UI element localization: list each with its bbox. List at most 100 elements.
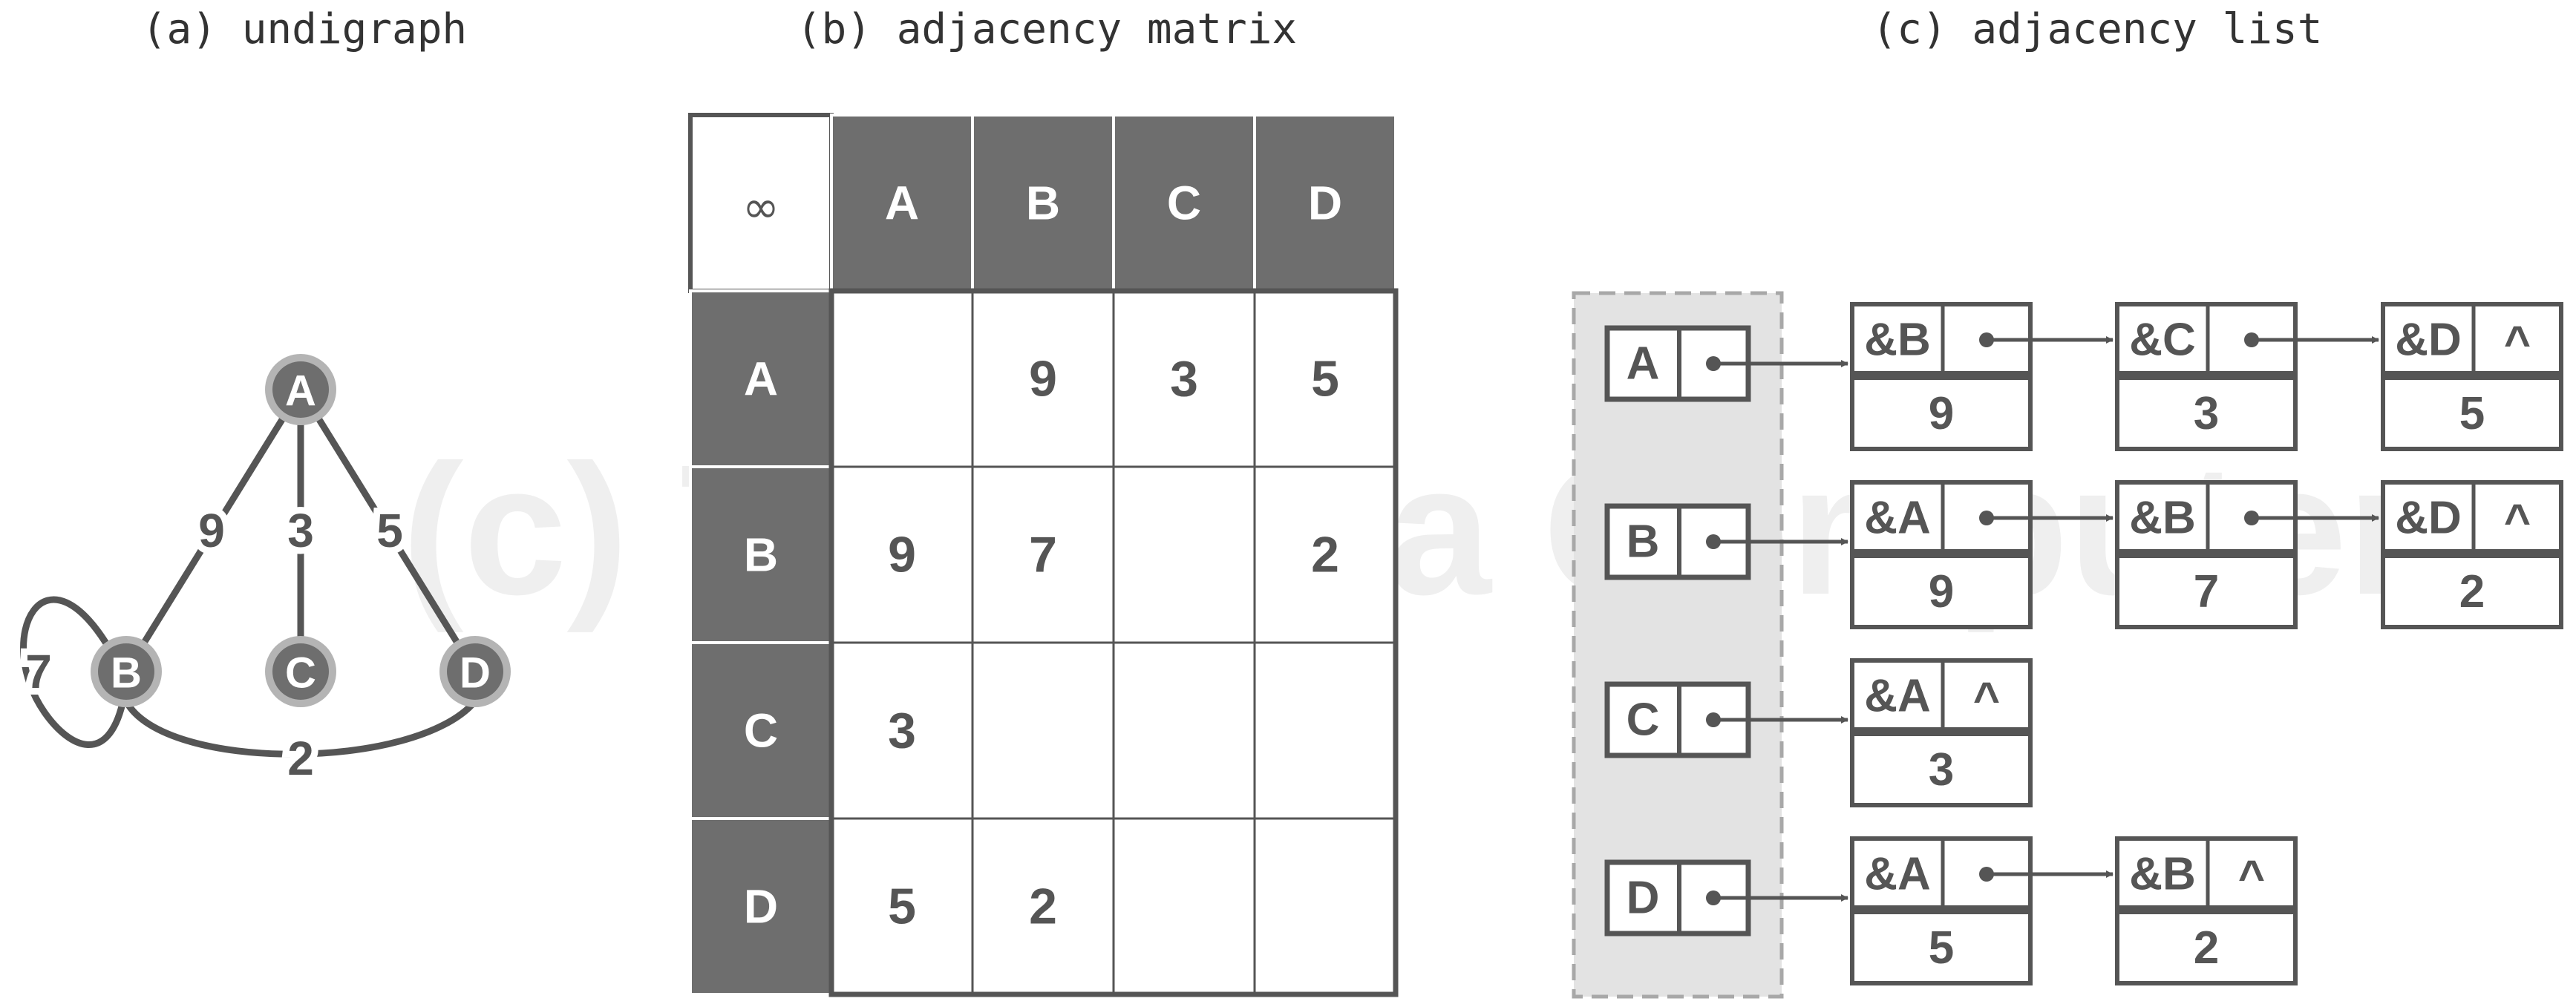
edge-b-d	[123, 699, 478, 758]
matrix-cell	[1112, 641, 1256, 820]
list-node-ref: &A	[1864, 849, 1931, 900]
matrix-cell-value: 7	[1029, 527, 1057, 583]
adjacency-list: A&B9&C3&D5^B&A9&B7&D2^C&A3^D&A5&B2^	[1572, 291, 2563, 999]
matrix-row-header	[689, 465, 833, 644]
list-node-weight: 2	[2459, 566, 2485, 617]
caption-graph: (a) undigraph	[142, 5, 467, 53]
matrix-cell	[830, 289, 974, 468]
edge-weight-label: 3	[287, 504, 314, 557]
vertex-label: C	[1627, 695, 1660, 746]
vertex-label: A	[1627, 338, 1660, 390]
matrix-row-header-label: B	[744, 528, 778, 582]
matrix-row-header-label: A	[744, 352, 778, 406]
matrix-row-header	[689, 289, 833, 468]
matrix-cell-value: 2	[1311, 527, 1339, 583]
matrix-cell	[1253, 641, 1397, 820]
list-node: &A 3 ^	[1850, 658, 2033, 807]
matrix-cell	[971, 289, 1115, 468]
node-label: A	[285, 367, 316, 416]
matrix-cell-value: 3	[1170, 351, 1198, 407]
node-c: C	[265, 636, 336, 707]
null-pointer-symbol: ^	[2238, 852, 2265, 903]
node-circle	[272, 643, 329, 700]
list-node-ref: &A	[1864, 493, 1931, 544]
matrix-cell	[1253, 289, 1397, 468]
edge-weight-label: 5	[376, 504, 403, 557]
list-node: &A 9	[1850, 480, 2114, 629]
vertex-entry-b: B&A9&B7&D2^	[1604, 480, 2563, 629]
matrix-cell-value: 3	[888, 703, 916, 759]
matrix-col-header-label: D	[1308, 177, 1342, 230]
list-node-weight: 3	[2194, 388, 2219, 439]
matrix-cell	[1112, 817, 1256, 996]
matrix-body-border	[828, 288, 1399, 997]
matrix-cell-value: 5	[1311, 351, 1339, 407]
list-node-ref: &D	[2395, 315, 2462, 366]
null-pointer-symbol: ^	[1973, 674, 2000, 725]
list-node: &B2^	[2115, 836, 2298, 985]
node-circle	[272, 361, 329, 418]
list-node-weight: 5	[1929, 922, 1954, 974]
node-label: D	[460, 649, 491, 698]
matrix-col-header	[971, 114, 1115, 292]
list-node-weight: 5	[2459, 388, 2485, 439]
caption-list: (c) adjacency list	[1872, 5, 2323, 53]
matrix-cell	[971, 817, 1115, 996]
matrix-cell	[971, 641, 1115, 820]
matrix-cell-value: 5	[888, 879, 916, 935]
matrix-row-header-label: C	[744, 704, 778, 758]
node-label: C	[285, 649, 316, 698]
matrix-row-header	[689, 817, 833, 996]
list-node: &C 3	[2115, 302, 2379, 451]
edge-weight-label: 7	[25, 645, 52, 698]
matrix-col-header-label: B	[1026, 177, 1060, 230]
vertex-entry-d: D&A5&B2^	[1604, 836, 2298, 985]
matrix-row-header-label: D	[744, 880, 778, 934]
vertex-label: D	[1627, 873, 1660, 924]
matrix-col-header-label: A	[885, 177, 919, 230]
null-pointer-symbol: ^	[2504, 318, 2531, 369]
matrix-cell-value: 9	[888, 527, 916, 583]
matrix-corner-symbol: ∞	[742, 182, 779, 234]
null-pointer-symbol: ^	[2504, 496, 2531, 547]
list-node-weight: 2	[2194, 922, 2219, 974]
list-node: &D 5 ^	[2381, 302, 2563, 451]
list-node-ref: &B	[2129, 493, 2196, 544]
list-node: &B 7	[2115, 480, 2379, 629]
vertex-label: B	[1627, 516, 1660, 568]
node-circle	[98, 643, 154, 700]
node-a: A	[265, 354, 336, 425]
list-node-weight: 9	[1929, 566, 1954, 617]
node-b: B	[91, 636, 162, 707]
matrix-cell	[1112, 289, 1256, 468]
node-d: D	[439, 636, 511, 707]
matrix-col-header	[830, 114, 974, 292]
list-node-ref: &A	[1864, 671, 1931, 722]
matrix-cell-value: 9	[1029, 351, 1057, 407]
list-node-weight: 3	[1929, 744, 1954, 796]
node-circle	[447, 643, 503, 700]
list-node-ref: &B	[1864, 315, 1931, 366]
list-node-ref: &C	[2129, 315, 2196, 366]
vertex-entry-c: C&A 3 ^	[1604, 658, 2033, 807]
edge-b-b	[20, 596, 126, 748]
vertex-entry-a: A&B 9&C 3&D 5 ^	[1604, 302, 2563, 451]
list-node: &A 5	[1850, 836, 2114, 985]
list-node-weight: 9	[1929, 388, 1954, 439]
edge-a-d	[298, 387, 478, 674]
matrix-cell	[1253, 817, 1397, 996]
list-node-weight: 7	[2194, 566, 2219, 617]
edge-weight-label: 2	[287, 732, 314, 785]
list-node: &B 9	[1850, 302, 2114, 451]
matrix-corner-cell	[688, 113, 834, 293]
matrix-cell	[1112, 465, 1256, 644]
matrix-cell	[830, 641, 974, 820]
matrix-cell-value: 2	[1029, 879, 1057, 935]
edge-weight-label: 9	[198, 504, 225, 557]
matrix-col-header	[1253, 114, 1397, 292]
caption-matrix: (b) adjacency matrix	[797, 5, 1297, 53]
matrix-cell	[830, 817, 974, 996]
node-label: B	[111, 649, 142, 698]
